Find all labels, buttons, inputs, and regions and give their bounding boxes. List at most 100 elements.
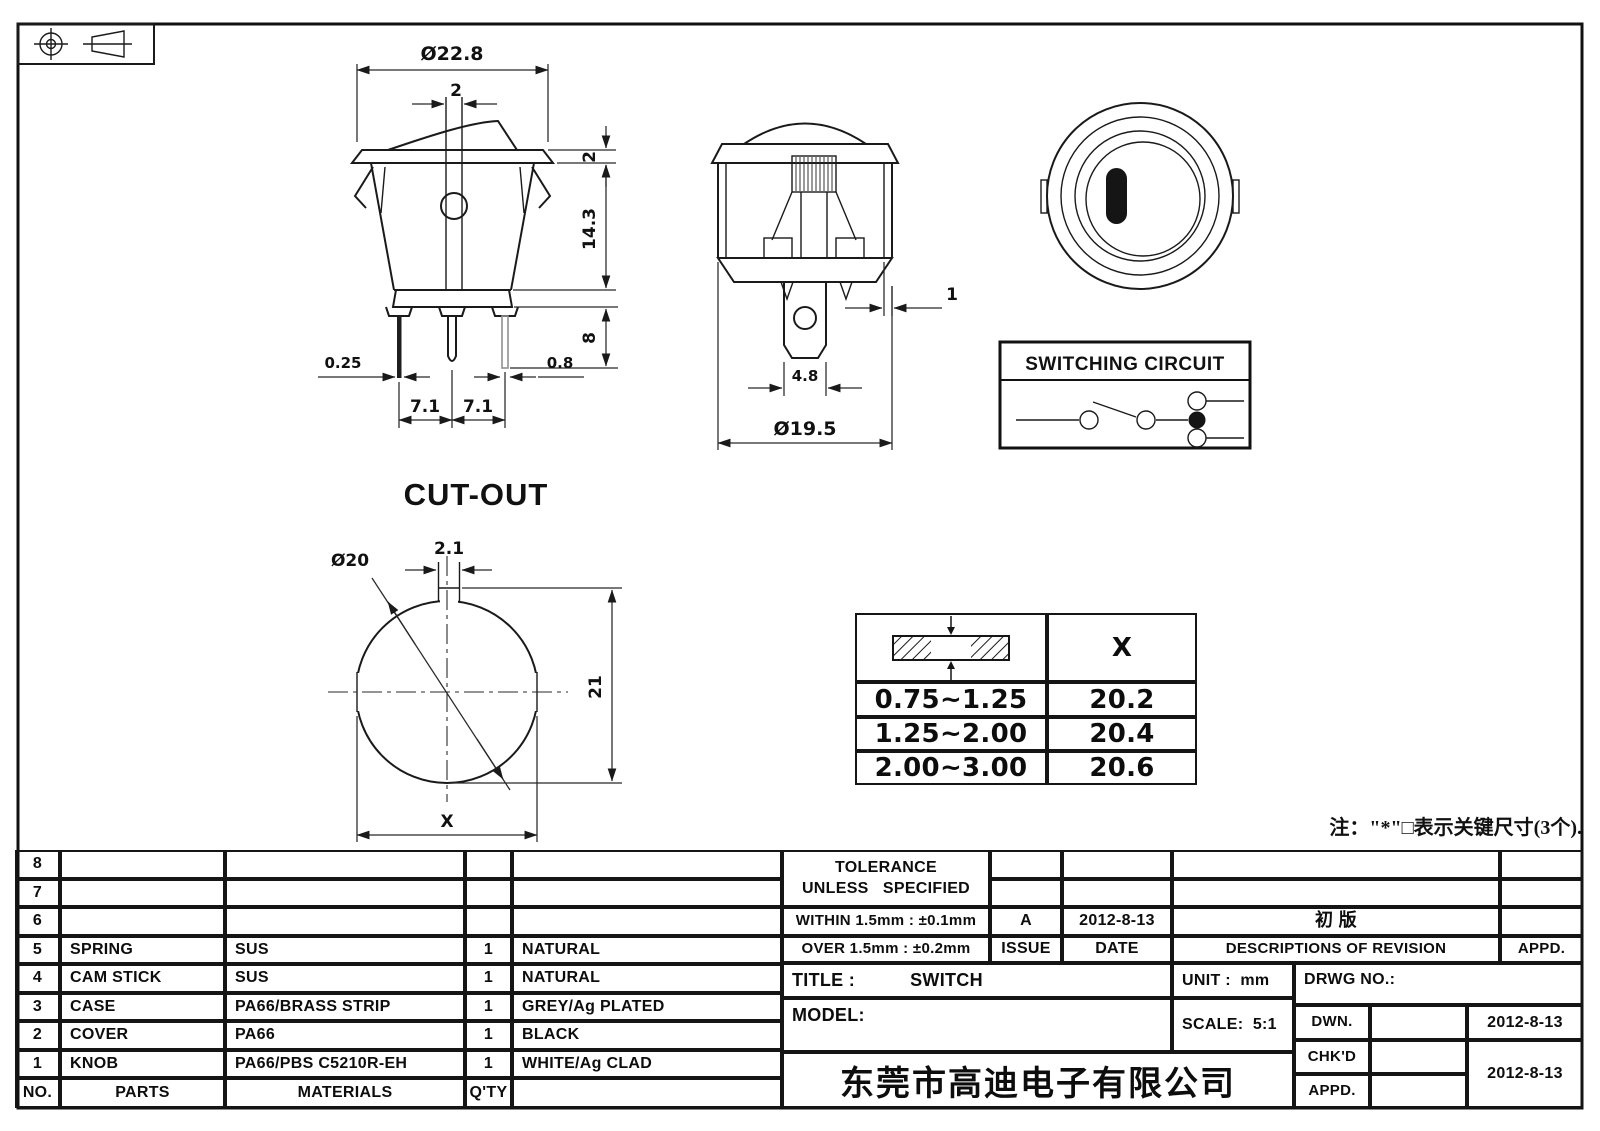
part-no: 8 <box>15 850 60 879</box>
side-view-dimensions: 1 4.8 Ø19.5 <box>717 262 958 450</box>
dim-cutout-slot: 2.1 <box>434 539 464 559</box>
dim-front-body-height: 14.3 <box>580 208 600 250</box>
dwn-signature <box>1370 1005 1467 1040</box>
dwn-date: 2012-8-13 <box>1467 1005 1583 1040</box>
part-name: CAM STICK <box>60 964 225 993</box>
parts-header-parts: PARTS <box>60 1078 225 1108</box>
appd-empty <box>1500 878 1583 907</box>
date-empty <box>1062 850 1172 879</box>
part-name <box>60 878 225 907</box>
parts-header-color <box>512 1078 782 1108</box>
part-material: SUS <box>225 935 465 964</box>
date-label: DATE <box>1062 935 1172 963</box>
chkd-signature <box>1370 1040 1467 1074</box>
panel-row-thickness: 2.00~3.00 <box>855 751 1047 785</box>
dim-side-terminal-width: 4.8 <box>792 367 819 385</box>
part-qty <box>465 907 512 936</box>
issue-value: A <box>990 907 1062 936</box>
tolerance-within: WITHIN 1.5mm : ±0.1mm <box>782 907 990 936</box>
part-name: COVER <box>60 1021 225 1050</box>
part-no: 1 <box>15 1049 60 1078</box>
part-color <box>512 907 782 936</box>
part-color: GREY/Ag PLATED <box>512 992 782 1021</box>
unit-cell: UNIT : mm <box>1172 963 1294 998</box>
switching-circuit-box: SWITCHING CIRCUIT <box>998 340 1252 450</box>
dim-front-pitch-right: 7.1 <box>463 397 493 417</box>
part-name: KNOB <box>60 1049 225 1078</box>
part-material <box>225 850 465 879</box>
part-qty: 1 <box>465 935 512 964</box>
part-name <box>60 907 225 936</box>
revision-empty <box>1172 878 1500 907</box>
dim-front-terminal-length: 8 <box>580 332 600 344</box>
issue-empty <box>990 878 1062 907</box>
top-view <box>1040 102 1240 290</box>
part-color <box>512 878 782 907</box>
tolerance-line2: UNLESS SPECIFIED <box>801 880 971 897</box>
part-color: WHITE/Ag CLAD <box>512 1049 782 1078</box>
part-material <box>225 907 465 936</box>
date-value: 2012-8-13 <box>1062 907 1172 936</box>
part-no: 2 <box>15 1021 60 1050</box>
dim-front-terminal-thin: 0.25 <box>324 354 361 372</box>
appd-empty <box>1500 850 1583 879</box>
date-empty <box>1062 878 1172 907</box>
panel-row-thickness: 1.25~2.00 <box>855 717 1047 751</box>
appd-header: APPD. <box>1500 935 1583 963</box>
cutout-view: CUT-OUT Ø20 2.1 21 X <box>328 477 622 842</box>
parts-header-no: NO. <box>15 1078 60 1108</box>
appd-row-label: APPD. <box>1294 1074 1370 1108</box>
rocker-marker <box>1106 168 1127 224</box>
dim-side-diameter: Ø19.5 <box>773 418 836 440</box>
front-view <box>349 97 556 378</box>
revision-label: DESCRIPTIONS OF REVISION <box>1172 935 1500 963</box>
dim-front-diameter: Ø22.8 <box>420 43 483 65</box>
panel-row-thickness: 0.75~1.25 <box>855 682 1047 717</box>
panel-thickness-icon <box>892 615 1010 680</box>
dim-cutout-diameter: Ø20 <box>331 551 369 571</box>
part-no: 6 <box>15 907 60 936</box>
dim-front-terminal-wide: 0.8 <box>547 354 574 372</box>
circuit-title: SWITCHING CIRCUIT <box>1025 354 1225 375</box>
part-no: 3 <box>15 992 60 1021</box>
part-color <box>512 850 782 879</box>
key-dimension-note: 注："*"□表示关键尺寸(3个). <box>1329 815 1582 839</box>
part-material: SUS <box>225 964 465 993</box>
part-qty <box>465 850 512 879</box>
side-view <box>710 122 900 359</box>
dwn-label: DWN. <box>1294 1005 1370 1040</box>
scale-cell: SCALE: 5:1 <box>1172 998 1294 1052</box>
appd-signature <box>1370 1074 1467 1108</box>
part-color: NATURAL <box>512 964 782 993</box>
part-color: BLACK <box>512 1021 782 1050</box>
dim-front-flange-thickness: 2 <box>580 151 600 163</box>
first-angle-projection-symbol <box>17 23 155 65</box>
tolerance-line1: TOLERANCE <box>835 859 937 877</box>
revision-empty <box>1172 850 1500 879</box>
part-material: PA66/PBS C5210R-EH <box>225 1049 465 1078</box>
issue-label: ISSUE <box>990 935 1062 963</box>
revision-desc: 初 版 <box>1172 907 1500 936</box>
part-color: NATURAL <box>512 935 782 964</box>
cutout-title: CUT-OUT <box>404 477 549 512</box>
part-name: SPRING <box>60 935 225 964</box>
title-value: SWITCH <box>910 969 983 990</box>
part-qty <box>465 878 512 907</box>
dim-front-actuator-width: 2 <box>450 81 462 101</box>
part-name <box>60 850 225 879</box>
part-material: PA66 <box>225 1021 465 1050</box>
part-qty: 1 <box>465 992 512 1021</box>
drwg-no-cell: DRWG NO.: <box>1294 963 1583 1005</box>
panel-row-x: 20.4 <box>1047 717 1197 751</box>
tolerance-header: TOLERANCE UNLESS SPECIFIED <box>782 850 990 907</box>
part-material <box>225 878 465 907</box>
panel-row-x: 20.6 <box>1047 751 1197 785</box>
part-qty: 1 <box>465 1049 512 1078</box>
appd-empty <box>1500 907 1583 936</box>
company-name: 东莞市高迪电子有限公司 <box>782 1052 1294 1108</box>
chk-appd-date: 2012-8-13 <box>1467 1040 1583 1108</box>
panel-row-x: 20.2 <box>1047 682 1197 717</box>
part-no: 7 <box>15 878 60 907</box>
model-cell: MODEL: <box>782 998 1172 1052</box>
chkd-label: CHK'D <box>1294 1040 1370 1074</box>
